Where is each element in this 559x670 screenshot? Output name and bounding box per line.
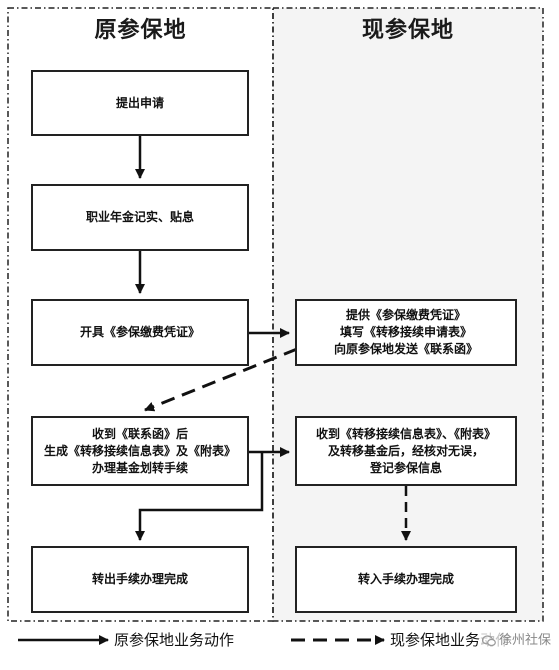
arrow-provide-to-receive	[144, 347, 298, 412]
box-text-line: 填写《转移接续申请表》	[339, 325, 472, 339]
box-out-done: 转出手续办理完成	[31, 546, 249, 613]
box-text-line: 转入手续办理完成	[357, 572, 454, 586]
box-text-line: 职业年金记实、贴息	[85, 210, 194, 224]
box-text-line: 转出手续办理完成	[91, 572, 188, 586]
box-text-line: 向原参保地发送《联系函》	[333, 342, 478, 356]
box-text-line: 生成《转移接续信息表》及《附表》	[43, 443, 236, 458]
box-text-line: 办理基金划转手续	[91, 460, 188, 475]
watermark: 徐州社保	[479, 629, 553, 653]
box-text-line: 提出申请	[115, 95, 164, 110]
watermark-text: 徐州社保	[498, 633, 551, 648]
box-record: 职业年金记实、贴息	[31, 184, 249, 251]
box-text-line: 收到《联系函》后	[91, 426, 188, 441]
right-lane-title: 现参保地	[361, 18, 454, 43]
legend-solid-label: 原参保地业务动作	[114, 631, 235, 649]
wechat-icon	[481, 635, 496, 647]
box-text-line: 登记参保信息	[369, 460, 442, 475]
box-receive: 收到《联系函》后生成《转移接续信息表》及《附表》办理基金划转手续	[31, 416, 249, 486]
box-text-line: 收到《转移接续信息表》、《附表》	[315, 426, 496, 441]
box-in-done: 转入手续办理完成	[295, 546, 517, 613]
box-text-line: 开具《参保缴费凭证》	[79, 325, 200, 339]
left-lane-title: 原参保地	[94, 18, 187, 43]
box-text-line: 提供《参保缴费凭证》	[345, 308, 466, 322]
box-provide: 提供《参保缴费凭证》填写《转移接续申请表》向原参保地发送《联系函》	[295, 299, 517, 366]
box-register: 收到《转移接续信息表》、《附表》及转移基金后，经核对无误， 登记参保信息	[295, 416, 517, 486]
arrow-receive-to-out-done	[135, 452, 264, 541]
right-lane-border	[272, 7, 544, 622]
box-apply: 提出申请	[31, 70, 249, 136]
box-text-line: 及转移基金后，经核对无误，	[327, 443, 484, 458]
box-issue: 开具《参保缴费凭证》	[31, 299, 249, 366]
